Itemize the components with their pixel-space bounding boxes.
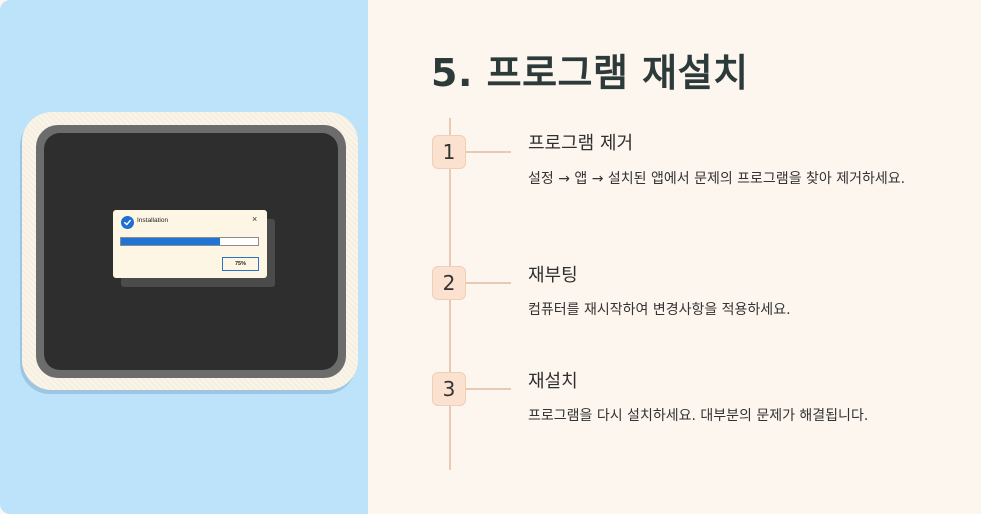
step-number-badge: 2 xyxy=(432,266,466,300)
step-connector xyxy=(466,282,511,284)
step-title: 재설치 xyxy=(528,371,578,392)
illustration-panel: Installation × 75% xyxy=(0,0,368,514)
step-title: 재부팅 xyxy=(528,265,578,286)
check-circle-icon xyxy=(121,216,134,229)
step-title: 프로그램 제거 xyxy=(528,133,634,154)
installation-dialog: Installation × 75% xyxy=(113,210,267,278)
step-number-badge: 3 xyxy=(432,372,466,406)
close-icon: × xyxy=(252,214,258,224)
step-description: 설정 → 앱 → 설치된 앱에서 문제의 프로그램을 찾아 제거하세요. xyxy=(528,171,906,187)
step-connector xyxy=(466,151,511,153)
step-number-badge: 1 xyxy=(432,135,466,169)
dialog-title: Installation xyxy=(137,217,169,224)
page-title: 5. 프로그램 재설치 xyxy=(431,51,749,95)
progress-fill xyxy=(121,238,220,245)
step-description: 컴퓨터를 재시작하여 변경사항을 적용하세요. xyxy=(528,302,791,318)
progress-bar xyxy=(120,237,259,246)
step-description: 프로그램을 다시 설치하세요. 대부분의 문제가 해결됩니다. xyxy=(528,408,869,424)
step-connector xyxy=(466,388,511,390)
progress-button: 75% xyxy=(222,257,259,271)
